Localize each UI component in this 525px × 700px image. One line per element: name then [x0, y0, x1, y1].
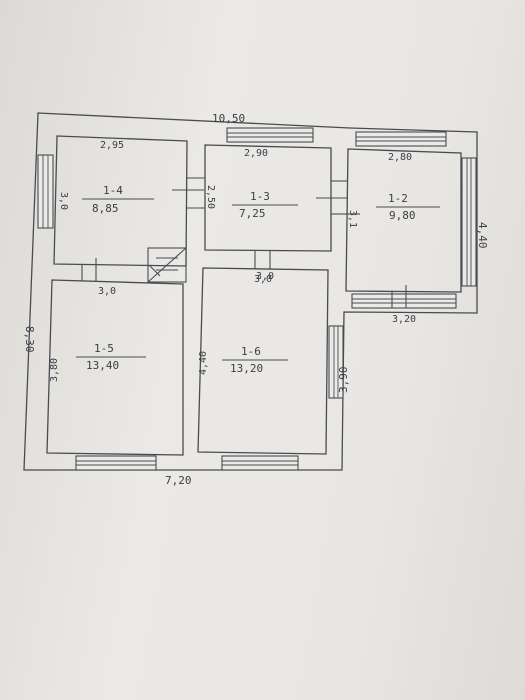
window-left [37, 154, 54, 229]
room-1-2-label: 1-2 9,80 [376, 192, 440, 222]
svg-text:8,85: 8,85 [92, 202, 119, 215]
room-1-3-width: 2,90 [244, 148, 268, 159]
door-1-3-to-1-6 [254, 250, 271, 269]
svg-text:13,40: 13,40 [86, 359, 119, 372]
window-bottom-right [351, 293, 457, 309]
svg-text:13,20: 13,20 [230, 362, 263, 375]
room-1-2-bottom-width: 3,20 [392, 314, 416, 325]
window-bottom-center [221, 455, 299, 471]
svg-text:7,25: 7,25 [239, 207, 266, 220]
room-1-2-depth: 3,1 [347, 210, 358, 228]
stair-symbol [147, 247, 187, 283]
room-1-5-outline [46, 279, 184, 456]
room-1-6-width: 3,0 [254, 274, 272, 285]
svg-text:1-3: 1-3 [250, 190, 270, 203]
room-1-3-label: 1-3 7,25 [232, 190, 298, 220]
overall-left-height: 8,30 [23, 326, 36, 353]
overall-top-width: 10,50 [212, 112, 245, 125]
room-1-2-width: 2,80 [388, 152, 412, 163]
door-1-4-to-1-3 [172, 177, 205, 209]
room-1-4-outline [53, 135, 188, 267]
room-1-5-label: 1-5 13,40 [76, 342, 146, 372]
room-1-3-depth: 2,50 [205, 185, 216, 209]
room-1-6-depth: 4,40 [198, 351, 209, 375]
svg-text:1-2: 1-2 [388, 192, 408, 205]
window-right [461, 157, 477, 287]
svg-text:1-4: 1-4 [103, 184, 123, 197]
room-1-3-outline [204, 144, 332, 252]
door-1-2-bottom [391, 285, 407, 308]
svg-text:9,80: 9,80 [389, 209, 416, 222]
room-1-3-bottom-width: 3,0 [256, 271, 274, 282]
window-top-center [226, 127, 314, 143]
step-height: 3,90 [337, 367, 350, 394]
svg-text:1-5: 1-5 [94, 342, 114, 355]
room-1-4-depth: 3,0 [58, 192, 69, 210]
room-1-2-outline [345, 148, 462, 293]
window-top-right [355, 131, 447, 147]
window-bottom-left [75, 455, 157, 471]
door-1-3-to-1-2 [316, 180, 348, 215]
room-1-4-label: 1-4 8,85 [82, 184, 154, 215]
overall-right-height: 4,40 [476, 222, 489, 249]
window-step-side [328, 325, 344, 399]
room-1-5-width: 3,0 [98, 286, 116, 297]
room-1-6-label: 1-6 13,20 [222, 345, 288, 375]
room-1-6-outline [197, 267, 329, 455]
svg-text:1-6: 1-6 [241, 345, 261, 358]
room-1-4-width: 2,95 [100, 140, 124, 151]
overall-bottom-width: 7,20 [165, 474, 192, 487]
room-1-5-depth: 3,80 [49, 358, 60, 382]
door-1-4-to-1-5 [81, 258, 97, 282]
